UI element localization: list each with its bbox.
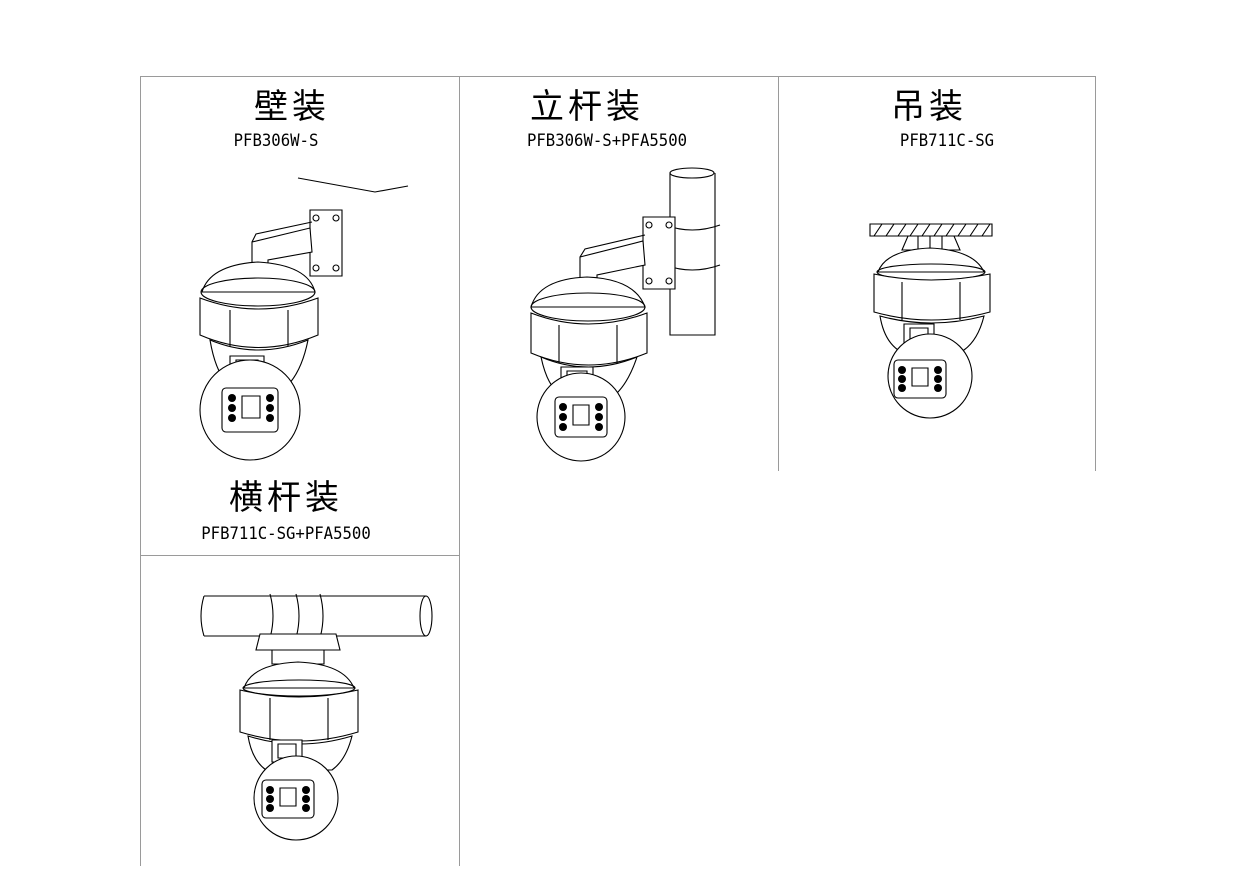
horizontal-pole-mount-camera-drawing [200,590,435,840]
mount-title: 吊装 [891,87,967,127]
row-divider-line [140,555,460,556]
mount-model: PFB711C-SG+PFA5500 [201,524,371,544]
divider-line-1 [459,76,460,866]
ceiling-mount-cell: 吊装 PFB711C-SG [779,77,1095,472]
mount-model: PFB306W-S+PFA5500 [526,131,688,151]
top-border-line [140,76,1096,77]
wall-mount-camera-drawing [190,170,420,460]
ceiling-mount-camera-drawing [868,220,996,422]
wall-mount-cell: 壁装 PFB306W-S [141,77,459,472]
pole-mount-camera-drawing [525,165,730,455]
divider-line-2 [778,76,779,471]
mount-model: PFB306W-S [233,131,319,151]
mount-model: PFB711C-SG [899,131,995,151]
mount-title: 立杆装 [530,87,644,127]
right-border-line [1095,76,1096,471]
mount-title: 横杆装 [229,478,343,518]
horizontal-pole-mount-title-area: 横杆装 PFB711C-SG+PFA5500 [141,470,459,555]
mount-title: 壁装 [254,87,330,127]
left-border-line [140,76,141,866]
pole-mount-cell: 立杆装 PFB306W-S+PFA5500 [460,77,778,472]
